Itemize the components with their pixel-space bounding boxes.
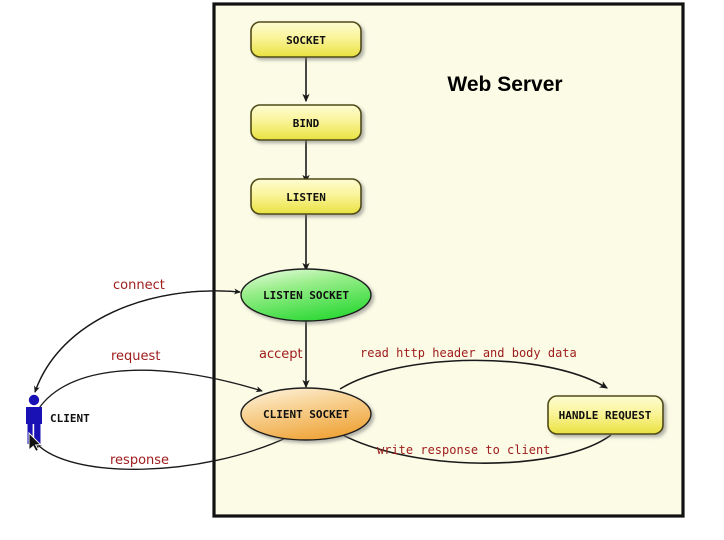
handle-request-box[interactable] <box>547 395 664 435</box>
handle-request-label: HANDLE REQUEST <box>559 409 652 422</box>
client-label: CLIENT <box>50 412 90 425</box>
edge-handle-request-to-client-socket <box>331 428 612 464</box>
client-figure-icon <box>26 394 42 444</box>
edge-label-connect: connect <box>113 278 165 293</box>
client-socket-ellipse[interactable] <box>240 387 372 441</box>
edge-labels: connect request response accept read htt… <box>110 278 577 468</box>
listen-label: LISTEN <box>286 191 326 204</box>
node-socket[interactable]: SOCKET <box>250 21 362 58</box>
bind-label: BIND <box>293 117 320 130</box>
edge-client-to-listen-socket-tail <box>34 290 241 393</box>
node-listen[interactable]: LISTEN <box>250 178 362 215</box>
edge-client-to-client-socket <box>34 369 263 416</box>
edge-client-socket-to-client <box>35 436 289 470</box>
listen-box[interactable] <box>250 178 362 215</box>
client-socket-label: CLIENT SOCKET <box>263 408 349 421</box>
listen-socket-label: LISTEN SOCKET <box>263 289 349 302</box>
client-server-edges <box>34 288 289 470</box>
edge-label-write-response: write response to client <box>377 443 550 457</box>
handler-edges <box>331 359 612 464</box>
edge-client-socket-to-handle-request <box>339 359 608 390</box>
edge-label-read-http: read http header and body data <box>360 346 577 360</box>
edge-label-response: response <box>110 453 169 468</box>
bind-box[interactable] <box>250 104 362 141</box>
edge-label-request: request <box>111 349 160 364</box>
node-listen-socket[interactable]: LISTEN SOCKET <box>240 268 372 322</box>
node-client-socket[interactable]: CLIENT SOCKET <box>240 387 372 441</box>
node-handle-request[interactable]: HANDLE REQUEST <box>547 395 664 435</box>
socket-label: SOCKET <box>286 34 326 47</box>
edge-label-accept: accept <box>259 347 303 362</box>
listen-socket-ellipse[interactable] <box>240 268 372 322</box>
socket-box[interactable] <box>250 21 362 58</box>
node-bind[interactable]: BIND <box>250 104 362 141</box>
mouse-cursor-icon <box>28 431 42 453</box>
node-client[interactable]: CLIENT <box>26 394 90 453</box>
page-title: Web Server <box>447 73 562 96</box>
